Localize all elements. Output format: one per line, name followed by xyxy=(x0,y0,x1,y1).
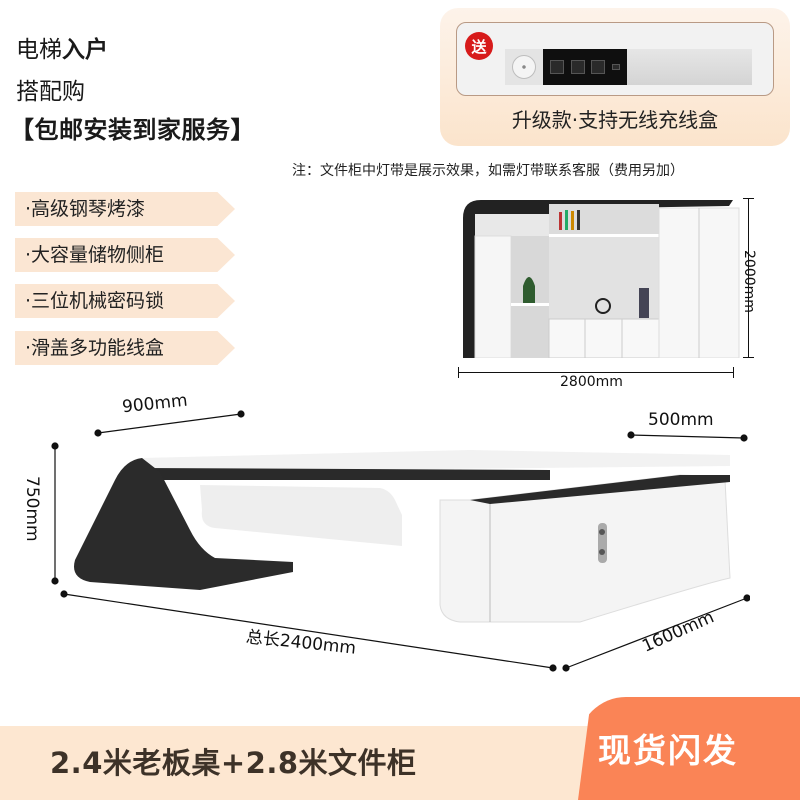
usb-port-icon xyxy=(611,64,620,70)
power-socket-icon xyxy=(591,60,606,74)
pedestal-depth-label: 500mm xyxy=(648,410,714,430)
power-socket-icon xyxy=(570,60,585,74)
cabinet-width-dimension xyxy=(458,367,734,378)
lighting-note: 注：文件柜中灯带是展示效果，如需灯带联系客服（费用另加） xyxy=(292,163,684,179)
header-line-elevator-light: 电梯 xyxy=(16,37,62,63)
socket-panel xyxy=(543,49,627,85)
desk-height-label: 750mm xyxy=(22,476,42,542)
power-socket-icon xyxy=(550,60,565,74)
header-line-elevator: 电梯入户 xyxy=(16,30,108,64)
wireless-charger-icon xyxy=(505,49,543,85)
feature-tag-lacquer: ·高级钢琴烤漆 xyxy=(15,192,235,226)
feature-tag-storage: ·大容量储物侧柜 xyxy=(15,238,235,272)
header-line-service: 【包邮安装到家服务】 xyxy=(10,116,255,144)
header-line-elevator-bold: 入户 xyxy=(62,37,108,63)
slide-cover xyxy=(627,49,752,85)
gift-card: 送 升级款·支持无线充线盒 xyxy=(440,8,790,146)
product-title: 2.4米老板桌+2.8米文件柜 xyxy=(50,746,417,780)
executive-desk-image xyxy=(51,410,750,672)
feature-tag-lock: ·三位机械密码锁 xyxy=(15,284,235,318)
cabinet-height-label: 2000mm xyxy=(741,250,757,313)
file-cabinet-image xyxy=(463,200,740,358)
cable-box-image: 送 xyxy=(456,22,774,96)
cabinet-width-label: 2800mm xyxy=(560,374,623,390)
gift-badge: 送 xyxy=(465,32,493,60)
gift-caption: 升级款·支持无线充线盒 xyxy=(511,108,719,132)
stock-badge-label: 现货闪发 xyxy=(598,731,738,770)
header-line-bundle: 搭配购 xyxy=(16,79,85,105)
feature-tag-cable-box: ·滑盖多功能线盒 xyxy=(15,331,235,365)
cabinet-height-dimension xyxy=(743,198,754,358)
stock-badge xyxy=(578,697,800,800)
